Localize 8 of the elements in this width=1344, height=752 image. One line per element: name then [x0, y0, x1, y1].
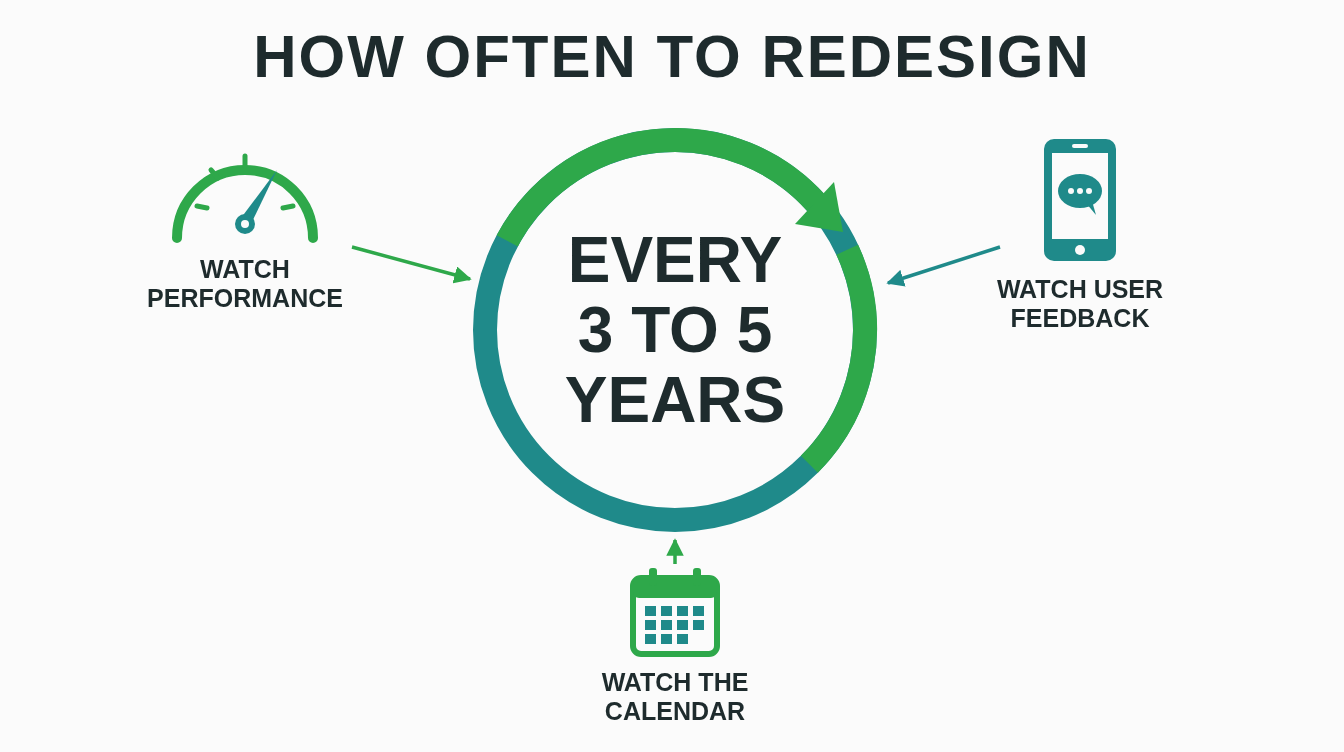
title: HOW OFTEN TO REDESIGN	[252, 22, 1092, 91]
center-text: EVERY 3 TO 5 YEARS	[563, 225, 787, 435]
node-label: WATCH THE CALENDAR	[600, 668, 750, 726]
node-label: WATCH USER FEEDBACK	[995, 275, 1165, 333]
node-label: WATCH PERFORMANCE	[146, 255, 344, 313]
arrow	[886, 245, 1001, 287]
arrow	[351, 245, 472, 284]
arrow	[666, 538, 684, 564]
